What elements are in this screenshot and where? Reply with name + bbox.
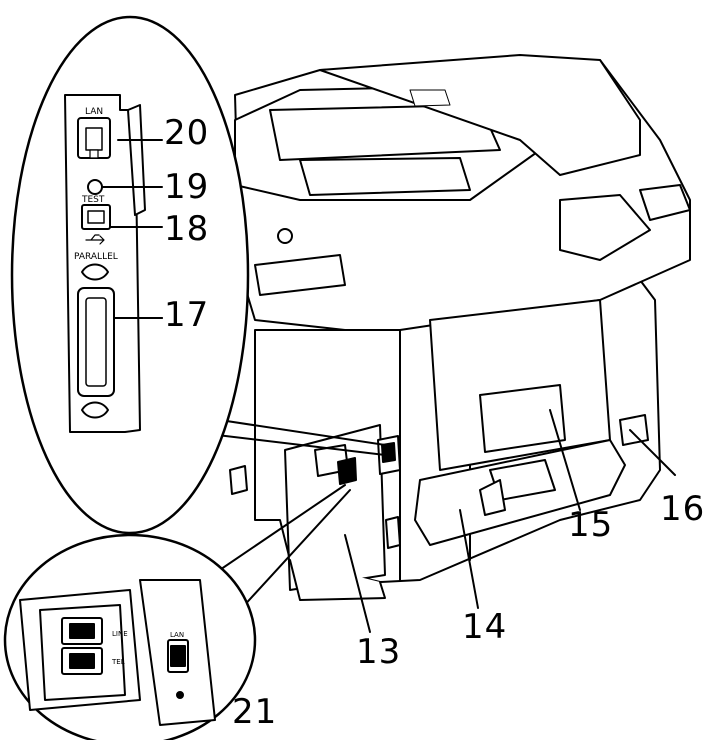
test-label: TEST [81,195,105,205]
port-label-group: LAN TEST PARALLEL LINE TEL LAN [74,107,184,666]
lan-label: LAN [85,107,103,117]
adf-cover [319,54,641,176]
callout-13: 13 [356,632,402,672]
interface-inset [10,15,250,535]
lan-small-label: LAN [170,631,184,639]
line-label: LINE [112,630,128,638]
callout-15: 15 [568,505,614,545]
callout-16: 16 [660,489,706,529]
callout-14: 14 [462,607,508,647]
callout-17: 17 [164,295,210,335]
callout-18: 18 [164,209,210,249]
parallel-screw-bottom-icon [81,401,109,419]
power-socket [619,414,649,446]
tel-label: TEL [111,658,125,666]
printer-body [229,54,691,601]
test-button-icon [87,179,103,195]
phone-line-inset [3,533,257,740]
callout-19: 19 [164,167,210,207]
parallel-screw-top-icon [81,263,109,281]
usb-symbol-icon [85,234,105,245]
callout-21: 21 [232,692,278,732]
callout-20: 20 [164,113,210,153]
parallel-label: PARALLEL [74,252,118,262]
callout-leaders [344,409,676,633]
